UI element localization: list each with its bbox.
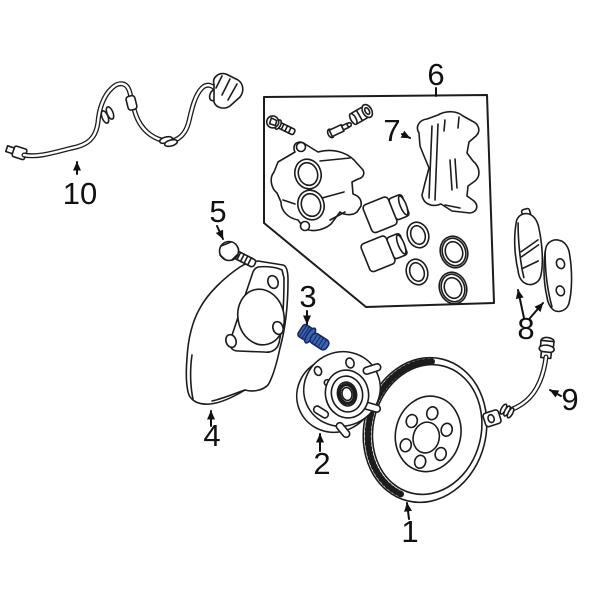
piston-boot [405,258,429,286]
wire-clip [125,94,138,111]
callout-9-label: 9 [561,382,578,417]
wheel-stud [312,405,330,419]
callout-1-label: 1 [401,514,418,549]
sensor-connector [208,72,244,109]
callout-9-arrow [549,389,562,398]
rotor-lug-holes [399,406,454,470]
callout-7-label: 7 [383,113,400,148]
sensor-probe-tip [4,145,28,161]
brake-pad-inner [513,207,544,286]
callout-5-label: 5 [209,194,226,229]
callout-8-arrow-left [515,289,525,319]
abs-sensor-wire [4,72,244,161]
callout-4-label: 4 [203,418,220,453]
callout-arrows [73,87,562,520]
callout-3-label: 3 [299,279,316,314]
callout-8-label: 8 [517,311,534,346]
callout-5-arrow [215,225,224,240]
caliper-kit-box [263,94,495,308]
wire-grommet [100,106,115,124]
piston-seal [439,235,469,269]
piston-seal [438,271,468,305]
callout-2-label: 2 [313,446,330,481]
callout-10-label: 10 [63,176,97,211]
wheel-stud [362,363,382,375]
wheel-stud [335,421,351,439]
callout-7-arrow [400,130,411,139]
brake-hose [482,336,555,428]
caliper-pin-bolt [265,115,296,136]
wheel-hub-bearing [295,350,382,439]
caliper-piston [362,193,410,234]
hub-bolt-highlighted [297,323,330,351]
brake-caliper-body [270,141,365,232]
caliper-piston [360,232,408,273]
callout-6-label: 6 [427,57,444,92]
brake-splash-shield [185,260,289,405]
piston-boot [406,221,430,249]
bleeder-screw [326,121,353,139]
shield-bolt [218,240,257,268]
callout-8-arrow-right [529,302,544,319]
wire-grommet [158,135,179,148]
brake-pad-outer [543,239,573,313]
hose-coupling [499,403,515,419]
brake-rotor [362,356,488,504]
banjo-bolt [348,103,374,126]
callout-labels: 10 6 7 5 4 3 2 1 8 9 [63,57,579,549]
caliper-bracket [416,110,480,214]
callout-1-arrow [404,502,413,520]
hose-banjo-end [482,409,502,428]
